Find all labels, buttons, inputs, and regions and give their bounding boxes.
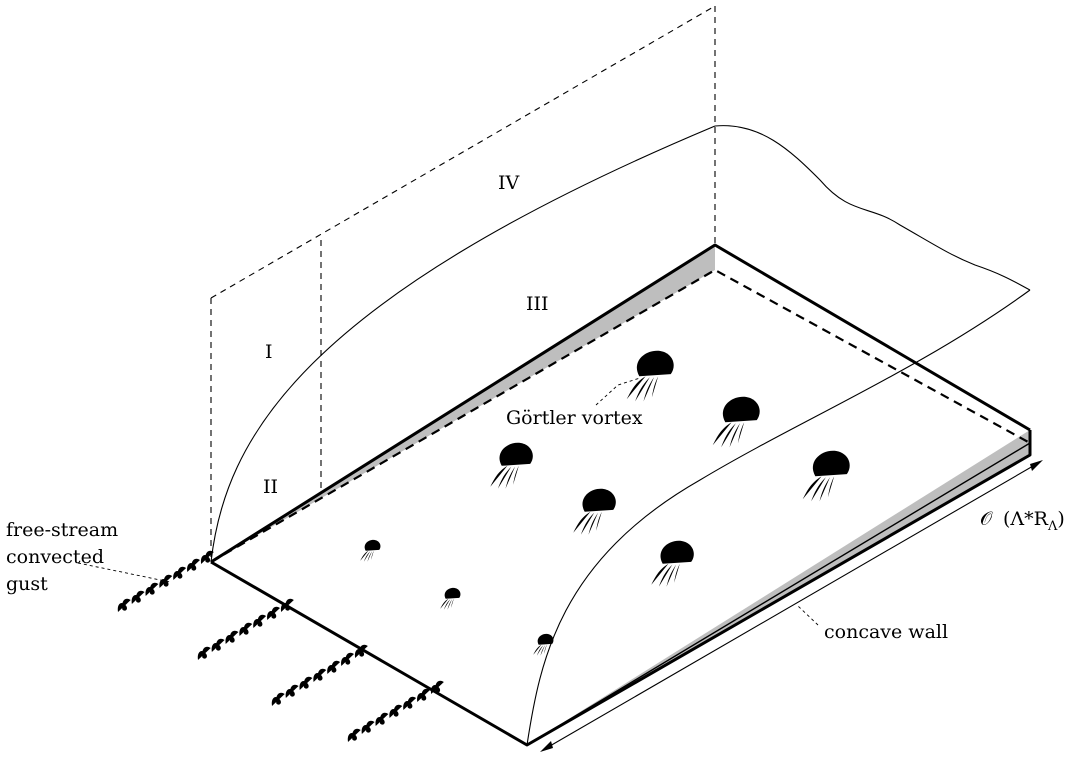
gust-curl-icon (344, 679, 448, 745)
region-label-iv: IV (498, 172, 520, 194)
gust-curl-icon (268, 643, 372, 709)
wavy-downstream-edge (714, 125, 1031, 291)
boundary-layer-edge-back (526, 289, 1031, 746)
boundary-layer-edge (210, 125, 716, 563)
scale-arrow (540, 460, 1043, 752)
concave-wall-leader (797, 605, 819, 626)
scale-subscript: Λ (1047, 519, 1058, 534)
scale-expr: (Λ*RΛ) (1003, 508, 1065, 534)
scale-expression: 𝒪 (Λ*RΛ) (980, 508, 1065, 534)
region-label-i: I (265, 341, 273, 363)
gust-label-line3: gust (6, 573, 48, 595)
gortler-vortex-label: Görtler vortex (506, 407, 643, 429)
gortler-vortex-icon (440, 587, 461, 610)
gust-leader (77, 562, 171, 583)
gust-curl-icon (194, 597, 298, 663)
gortler-vortex-icon (712, 396, 760, 448)
gortler-vortex-icon (802, 450, 850, 502)
plate-far-edge (210, 243, 1031, 564)
gust-curl-icon (114, 549, 218, 615)
gortler-vortex-icon (490, 442, 533, 489)
gortler-vortex-icon (626, 350, 674, 402)
plate-near-edge (210, 430, 1032, 747)
gortler-vortex-leader (595, 377, 641, 406)
gortler-vortex-icon (651, 540, 694, 587)
concave-wall-label: concave wall (824, 621, 948, 643)
scale-symbol: 𝒪 (980, 508, 994, 530)
gust-label-line2: convected (6, 546, 104, 568)
region-label-iii: III (526, 293, 549, 315)
wall-concavity-line (526, 442, 1031, 746)
gortler-vortex-icon (360, 539, 381, 562)
region-boundary-dashes (210, 5, 716, 562)
region-label-ii: II (263, 476, 278, 498)
wall-shading-right (527, 430, 1030, 745)
gust-label-line1: free-stream (6, 519, 118, 541)
gortler-vortex-icon (573, 488, 616, 535)
